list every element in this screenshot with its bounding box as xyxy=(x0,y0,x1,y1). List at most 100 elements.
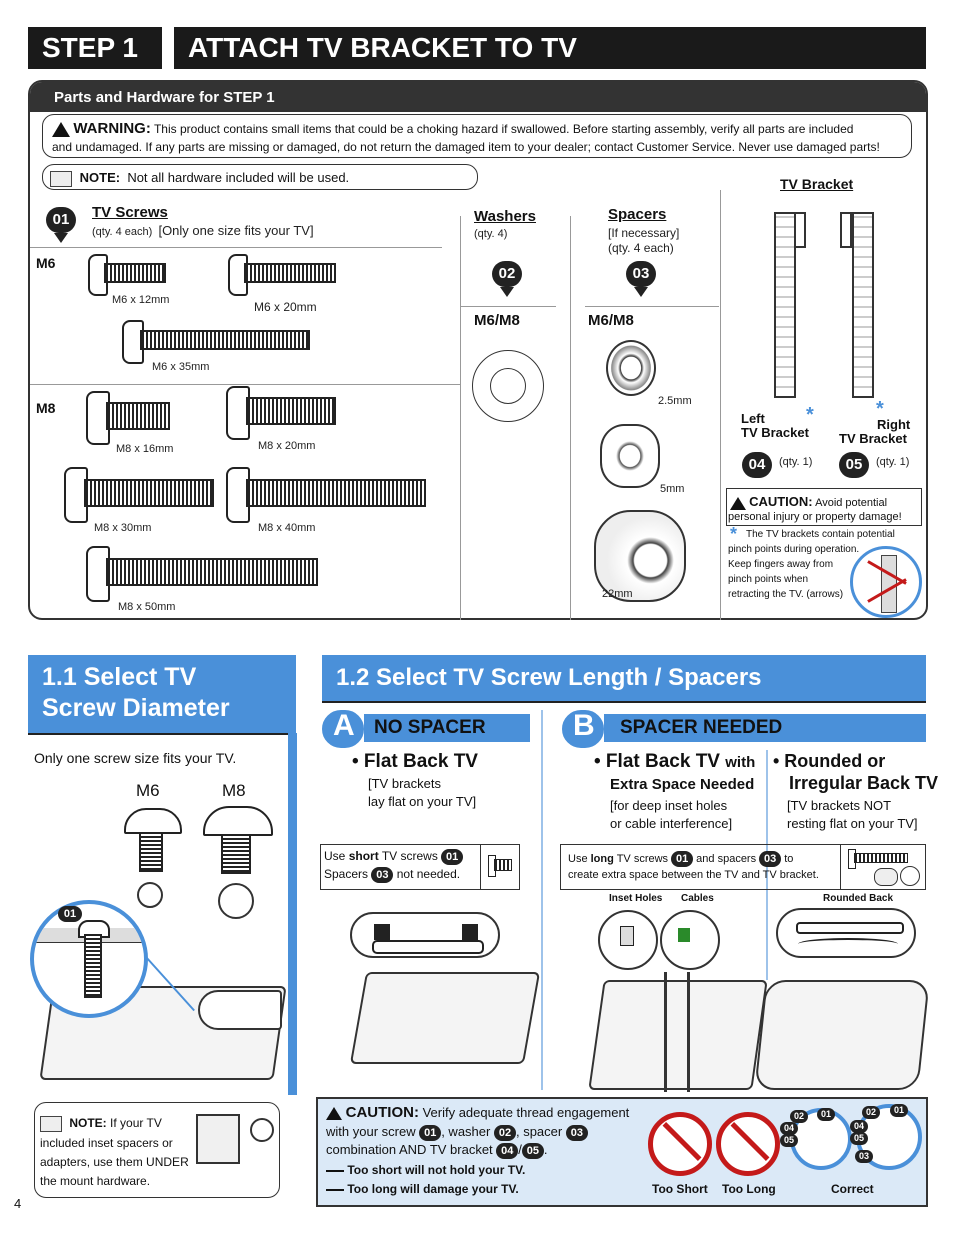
short-badge-03: 03 xyxy=(371,867,394,883)
bracket-caution-label: CAUTION: xyxy=(749,494,813,509)
correct-badge-04a: 04 xyxy=(780,1122,798,1135)
m8-30-label: M8 x 30mm xyxy=(94,522,152,534)
note-box xyxy=(42,164,478,190)
rounded-back-zoom xyxy=(776,908,916,958)
option-a-badge xyxy=(322,710,364,748)
section-12-title: 1.2 Select TV Screw Length / Spacers xyxy=(336,664,762,691)
right-bracket-qty: (qty. 1) xyxy=(876,456,910,468)
option-b-letter: B xyxy=(573,709,595,742)
long-screw-line-2: create extra space between the TV and TV… xyxy=(568,869,819,881)
thread-caution-line-2: with your screw 01, washer 02, spacer 03 xyxy=(326,1124,588,1141)
warning-label: WARNING: xyxy=(73,120,151,137)
inset-note-4: the mount hardware. xyxy=(40,1174,151,1188)
warning-line-1: WARNING: This product contains small ite… xyxy=(52,120,854,138)
washers-badge: 02 xyxy=(492,261,522,287)
inset-note-box xyxy=(34,1102,280,1198)
long-screw-line-1: Use long TV screws 01 and spacers 03 to xyxy=(568,851,793,867)
parts-panel: Parts and Hardware for STEP 1 xyxy=(28,80,928,620)
flat-with-title: • Flat Back TV with xyxy=(594,751,755,773)
tv-screws-arrow-icon xyxy=(54,233,68,243)
note-text: Not all hardware included will be used. xyxy=(127,170,350,185)
short-screw-divider xyxy=(480,844,481,890)
step-label-text: STEP 1 xyxy=(42,32,138,63)
warning-text-2: Before starting assembly, verify all par… xyxy=(572,122,854,136)
section-11-header xyxy=(28,655,296,733)
correct-badge-04b: 04 xyxy=(850,1120,868,1133)
inset-holes-zoom xyxy=(598,910,658,970)
thread-caution-text-1: Verify adequate thread engagement xyxy=(422,1105,630,1120)
long-screw-divider xyxy=(840,844,841,890)
correct-badge-01a: 01 xyxy=(817,1108,835,1121)
too-long-icon xyxy=(716,1112,780,1176)
option-b-bar xyxy=(604,714,926,742)
section-12-rule xyxy=(322,701,926,703)
m6-35-label: M6 x 35mm xyxy=(152,361,210,373)
tv-screws-qty-line: (qty. 4 each) [Only one size fits your T… xyxy=(92,223,314,238)
spacer-22mm-label: 22mm xyxy=(602,588,633,600)
warning-triangle-icon xyxy=(52,122,70,138)
hand-illustration xyxy=(198,990,282,1030)
long-tv-screws: TV screws xyxy=(616,853,669,865)
spacer-5mm-image xyxy=(600,424,660,488)
inset-note-icon xyxy=(40,1116,62,1132)
m8-20-label: M8 x 20mm xyxy=(258,440,316,452)
divider-2 xyxy=(570,216,571,620)
spacer-2-5mm-label: 2.5mm xyxy=(658,395,692,407)
short-word: short xyxy=(348,849,379,863)
cables-zoom xyxy=(660,910,720,970)
option-a-bar xyxy=(364,714,530,742)
pinch-4: pinch points when xyxy=(728,574,809,585)
inset-holes-label: Inset Holes xyxy=(609,893,663,904)
flat-with-with: with xyxy=(725,754,756,771)
extra-desc-2: or cable interference] xyxy=(610,816,733,831)
spacer-2-5mm-image xyxy=(606,340,656,396)
rounded-title-2: Irregular Back TV xyxy=(789,773,939,793)
correct-label: Correct xyxy=(831,1182,874,1196)
correct-badge-02b: 02 xyxy=(862,1106,880,1119)
too-short-label: Too Short xyxy=(652,1182,708,1196)
thread-text-2c: , spacer xyxy=(515,1124,563,1139)
thread-caution-line-1: CAUTION: Verify adequate thread engageme… xyxy=(326,1104,629,1121)
long-badge-01: 01 xyxy=(671,851,694,867)
short-screw-line-2: Spacers 03 not needed. xyxy=(324,867,460,883)
washers-title: Washers xyxy=(474,208,536,225)
correct-badge-05b: 05 xyxy=(850,1132,868,1145)
divider-1 xyxy=(460,216,461,620)
divider-spacer xyxy=(585,306,719,307)
warning-line-2: and undamaged. If any parts are missing … xyxy=(52,140,880,154)
right-bracket-label-2: TV Bracket xyxy=(839,431,907,446)
zoom-badge: 01 xyxy=(58,906,82,922)
m6-12-label: M6 x 12mm xyxy=(112,294,170,306)
flat-back-title: • Flat Back TV xyxy=(352,751,478,772)
section-11-rule xyxy=(28,733,288,735)
caution-triangle-icon xyxy=(730,496,746,510)
m8-diam-label: M8 xyxy=(222,781,246,800)
inset-spacer-illustration xyxy=(196,1114,240,1164)
washer-hole xyxy=(490,368,526,404)
left-bracket-label-1: Left xyxy=(741,411,765,426)
thread-text-3a: combination AND TV bracket xyxy=(326,1142,493,1157)
m8-50-label: M8 x 50mm xyxy=(118,601,176,613)
spacers-arrow-icon xyxy=(634,287,648,297)
correct-badge-01b: 01 xyxy=(890,1104,908,1117)
spacers-note: [If necessary] xyxy=(608,226,680,240)
m6-label: M6 xyxy=(36,255,56,271)
m8-hole xyxy=(218,883,254,919)
section-12-header xyxy=(322,655,926,701)
inset-note-label: NOTE: xyxy=(69,1116,107,1131)
thread-dot: . xyxy=(543,1142,548,1157)
tv-screws-title: TV Screws xyxy=(92,204,168,221)
too-short-icon xyxy=(648,1112,712,1176)
section-11-title-1: 1.1 Select TV xyxy=(42,663,197,691)
pinch-1: The TV brackets contain potential xyxy=(746,529,895,540)
tv-screws-fit: [Only one size fits your TV] xyxy=(158,223,314,238)
correct-badge-05a: 05 xyxy=(780,1134,798,1147)
long-badge-03: 03 xyxy=(759,851,782,867)
divider-m6 xyxy=(30,247,442,248)
washers-arrow-icon xyxy=(500,287,514,297)
divider-3 xyxy=(720,190,721,620)
option-b-title: SPACER NEEDED xyxy=(620,717,783,738)
spacers-badge: 03 xyxy=(626,261,656,287)
bracket-caution-text-1: Avoid potential xyxy=(815,497,888,509)
long-screw-box xyxy=(560,844,926,890)
